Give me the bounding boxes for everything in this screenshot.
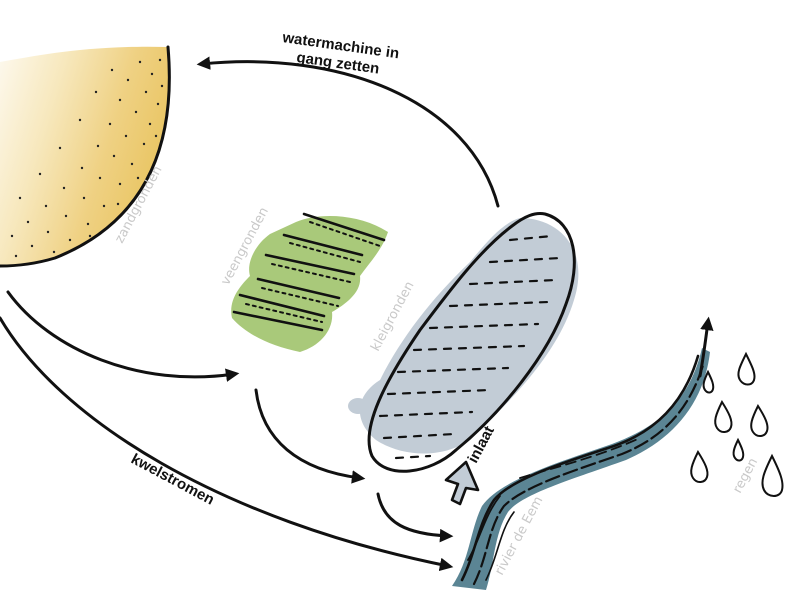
arrow-river-out <box>698 316 714 378</box>
arrow-group <box>0 56 714 572</box>
river-strokes <box>460 354 706 586</box>
label-kwelstromen: kwelstromen <box>128 451 217 509</box>
rain-drops <box>690 351 784 497</box>
arrow-clay-to-river <box>376 492 454 543</box>
raindrop-icon <box>737 351 756 386</box>
raindrop-icon <box>702 369 715 394</box>
raindrop-icon <box>750 403 769 437</box>
sand-dots <box>10 58 164 258</box>
sand-area <box>0 45 171 268</box>
arrow-sand-to-peat <box>6 290 240 382</box>
raindrop-icon <box>714 399 733 433</box>
inlet-arrow <box>444 460 480 506</box>
raindrop-icon <box>732 437 745 462</box>
label-regen: regen <box>730 456 761 496</box>
clay-dashes <box>378 234 562 460</box>
peat-area <box>231 212 388 352</box>
arrow-watermachine <box>196 56 500 208</box>
raindrop-icon <box>690 449 709 483</box>
river-area <box>452 348 710 590</box>
raindrop-icon <box>761 453 784 497</box>
peat-lines <box>232 212 386 332</box>
clay-area <box>348 212 579 473</box>
arrow-peat-to-inlet <box>254 388 366 484</box>
arrow-kwelstromen <box>0 316 454 572</box>
